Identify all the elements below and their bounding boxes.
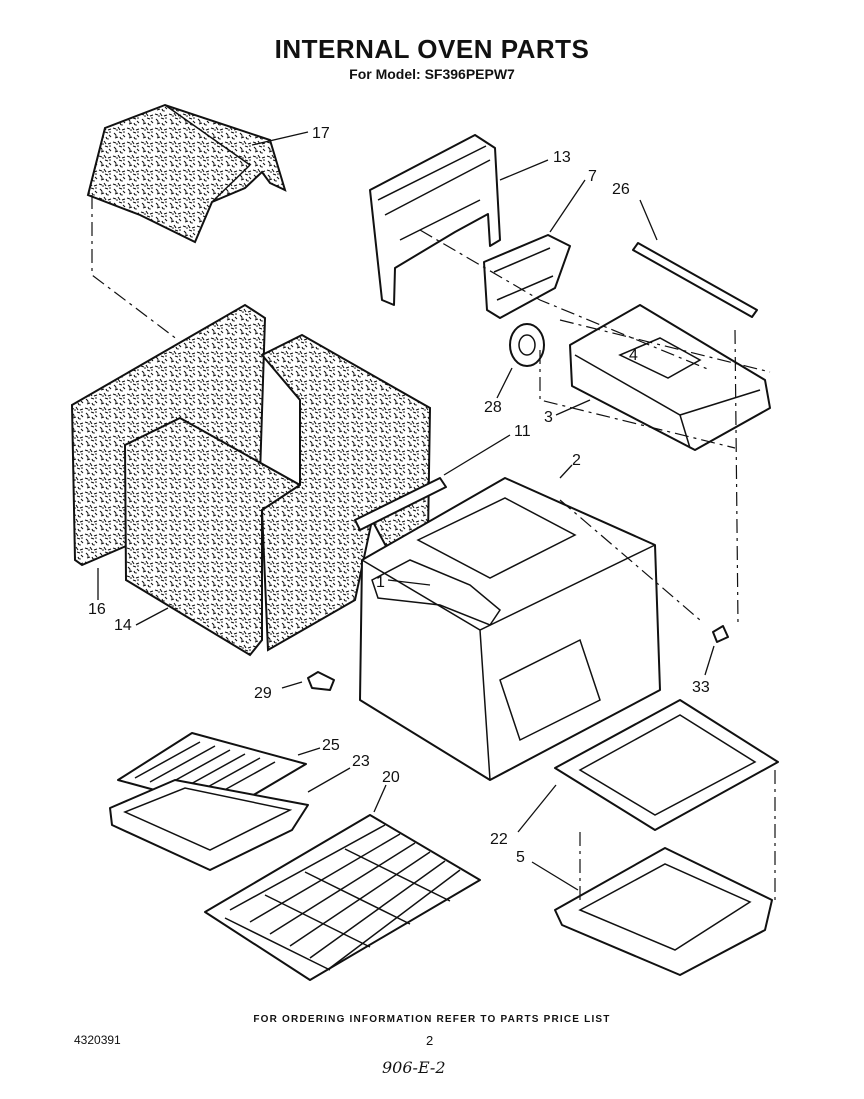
callout-13: 13 (553, 149, 571, 166)
assembly-lines (91, 195, 776, 905)
part-2-oven-liner (359, 477, 661, 781)
callout-3: 3 (544, 409, 553, 426)
part-23-broiler-pan (109, 779, 309, 871)
callout-26: 26 (612, 181, 630, 198)
callout-25: 25 (322, 737, 340, 754)
callout-5: 5 (516, 849, 525, 866)
callout-20: 20 (382, 769, 400, 786)
leader-lines (97, 131, 715, 891)
callout-2: 2 (572, 452, 581, 469)
part-7-duct (483, 234, 571, 319)
page-title: INTERNAL OVEN PARTS (274, 34, 590, 64)
part-20-oven-rack (204, 814, 481, 981)
part-26-rod (632, 242, 758, 318)
callout-22: 22 (490, 831, 508, 848)
callout-29: 29 (254, 685, 272, 702)
model-subtitle: For Model: SF396PEPW7 (349, 66, 515, 82)
document-number: 4320391 (74, 1033, 121, 1047)
part-22-frame (554, 699, 779, 831)
part-29-bracket (307, 671, 335, 691)
part-11-strip (354, 477, 447, 531)
callout-14: 14 (114, 617, 132, 634)
part-5-bottom-panel (554, 847, 773, 976)
part-33-clip (712, 625, 729, 643)
part-13-rear-panel (369, 134, 501, 306)
ordering-note: FOR ORDERING INFORMATION REFER TO PARTS … (253, 1014, 611, 1025)
handwritten-annotation: 906-E-2 (382, 1058, 446, 1077)
callout-28: 28 (484, 399, 502, 416)
callout-1: 1 (376, 574, 385, 591)
callout-labels: 17 13 7 26 4 28 3 11 2 1 16 14 33 29 25 … (88, 125, 710, 866)
callout-16: 16 (88, 601, 106, 618)
callout-33: 33 (692, 679, 710, 696)
part-17-top-insulation (86, 103, 287, 244)
page-number: 2 (426, 1033, 434, 1048)
callout-4: 4 (629, 347, 638, 364)
part-3-blower-housing (569, 304, 771, 451)
callout-17: 17 (312, 125, 330, 142)
callout-23: 23 (352, 753, 370, 770)
callout-7: 7 (588, 168, 597, 185)
part-28-fan (509, 323, 545, 367)
callout-11: 11 (514, 423, 531, 440)
